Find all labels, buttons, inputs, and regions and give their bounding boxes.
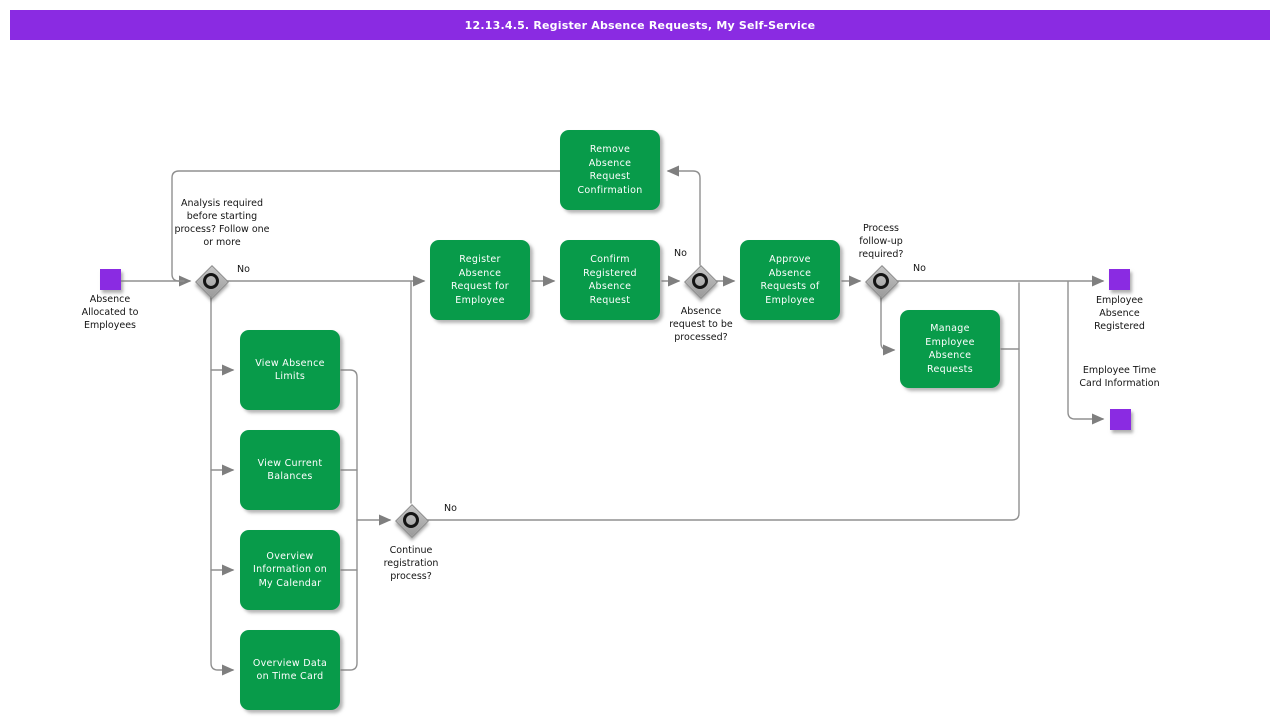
- task-label: Overview Information on My Calendar: [252, 550, 328, 589]
- diagram-title-bar: 12.13.4.5. Register Absence Requests, My…: [10, 10, 1270, 40]
- followup-no-label: No: [913, 263, 926, 274]
- task-label: Register Absence Request for Employee: [451, 254, 509, 306]
- task-label: Manage Employee Absence Requests: [925, 323, 975, 375]
- followup-gateway: [865, 265, 899, 299]
- continue-gateway: [395, 504, 429, 538]
- analysis-gateway: [195, 265, 229, 299]
- task-overview-data-time-card[interactable]: Overview Data on Time Card: [240, 630, 340, 710]
- processed-gateway: [684, 265, 718, 299]
- flow-view-limits-exit: [340, 369, 358, 521]
- task-label: View Current Balances: [257, 457, 323, 483]
- gateway-circle-icon: [203, 273, 219, 289]
- task-approve-absence-requests[interactable]: Approve Absence Requests of Employee: [740, 240, 840, 320]
- continue-gateway-question: Continue registration process?: [383, 545, 439, 582]
- processed-gateway-question: Absence request to be processed?: [669, 306, 733, 343]
- task-label: View Absence Limits: [255, 357, 325, 383]
- followup-gateway-question: Process follow-up required?: [858, 223, 904, 260]
- end-event-absence-registered-square: [1109, 269, 1130, 290]
- end-event-timecard-square: [1110, 409, 1131, 430]
- task-register-absence-request[interactable]: Register Absence Request for Employee: [430, 240, 530, 320]
- task-label: Remove Absence Request Confirmation: [577, 144, 643, 196]
- task-view-absence-limits[interactable]: View Absence Limits: [240, 330, 340, 410]
- end-event-absence-registered-label: Employee Absence Registered: [1094, 295, 1145, 332]
- flow-analysis-down-to-overview-timecard: [210, 296, 235, 676]
- start-event-square: [100, 269, 121, 290]
- diagram-title: 12.13.4.5. Register Absence Requests, My…: [464, 18, 816, 32]
- task-view-current-balances[interactable]: View Current Balances: [240, 430, 340, 510]
- task-remove-absence-request-confirmation[interactable]: Remove Absence Request Confirmation: [560, 130, 660, 210]
- flow-followup-to-manage: [880, 296, 896, 356]
- end-event-timecard-label: Employee Time Card Information: [1079, 365, 1160, 389]
- task-label: Approve Absence Requests of Employee: [760, 254, 820, 306]
- task-label: Overview Data on Time Card: [252, 657, 328, 683]
- start-event-label: Absence Allocated to Employees: [81, 294, 139, 331]
- gateway-circle-icon: [692, 273, 708, 289]
- analysis-no-label: No: [237, 264, 250, 275]
- task-confirm-registered-absence-request[interactable]: Confirm Registered Absence Request: [560, 240, 660, 320]
- analysis-gateway-question: Analysis required before starting proces…: [174, 198, 270, 248]
- task-label: Confirm Registered Absence Request: [583, 254, 637, 306]
- task-manage-employee-absence-requests[interactable]: Manage Employee Absence Requests: [900, 310, 1000, 388]
- gateway-circle-icon: [403, 512, 419, 528]
- continue-no-label: No: [444, 503, 457, 514]
- processed-no-label: No: [674, 248, 687, 259]
- task-overview-information-my-calendar[interactable]: Overview Information on My Calendar: [240, 530, 340, 610]
- gateway-circle-icon: [873, 273, 889, 289]
- flow-overview-timecard-exit: [340, 519, 358, 671]
